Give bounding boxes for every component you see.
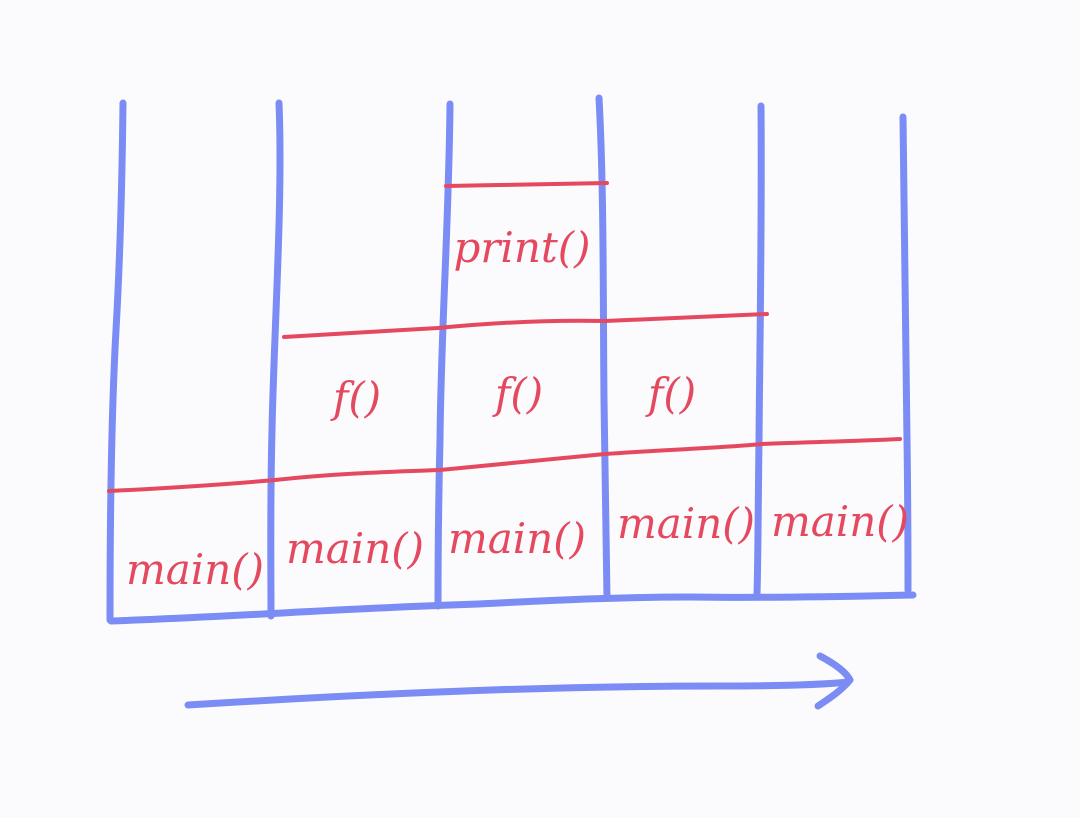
frame-line-main-top — [107, 437, 902, 493]
frame-label-t2-main: main() — [286, 524, 424, 573]
time-arrow-head — [814, 652, 854, 710]
stack-wall-6 — [899, 113, 912, 594]
frame-label-t5-main: main() — [771, 497, 909, 546]
stack-wall-3 — [434, 100, 454, 610]
time-arrow — [184, 652, 854, 710]
time-arrow-shaft — [184, 678, 852, 709]
frame-label-t3-main: main() — [448, 514, 586, 563]
stack-wall-4 — [595, 94, 611, 602]
frame-label-t2-f: f() — [330, 373, 381, 422]
frame-labels: main() main() f() main() f() print() mai… — [126, 223, 909, 594]
frame-label-t1-main: main() — [126, 545, 264, 594]
frame-label-t4-f: f() — [645, 369, 696, 418]
stack-wall-1 — [106, 99, 127, 624]
frame-label-t3-f: f() — [492, 369, 543, 418]
stack-wall-2 — [267, 99, 284, 620]
frame-line-print-top — [444, 181, 609, 188]
frame-label-t3-print: print() — [453, 223, 590, 272]
frame-line-f-top — [282, 312, 769, 339]
frame-borders — [107, 181, 902, 493]
stack-wall-5 — [753, 102, 765, 598]
stack-container-lines — [106, 94, 917, 625]
stack-base — [107, 591, 917, 625]
frame-label-t4-main: main() — [617, 499, 755, 548]
